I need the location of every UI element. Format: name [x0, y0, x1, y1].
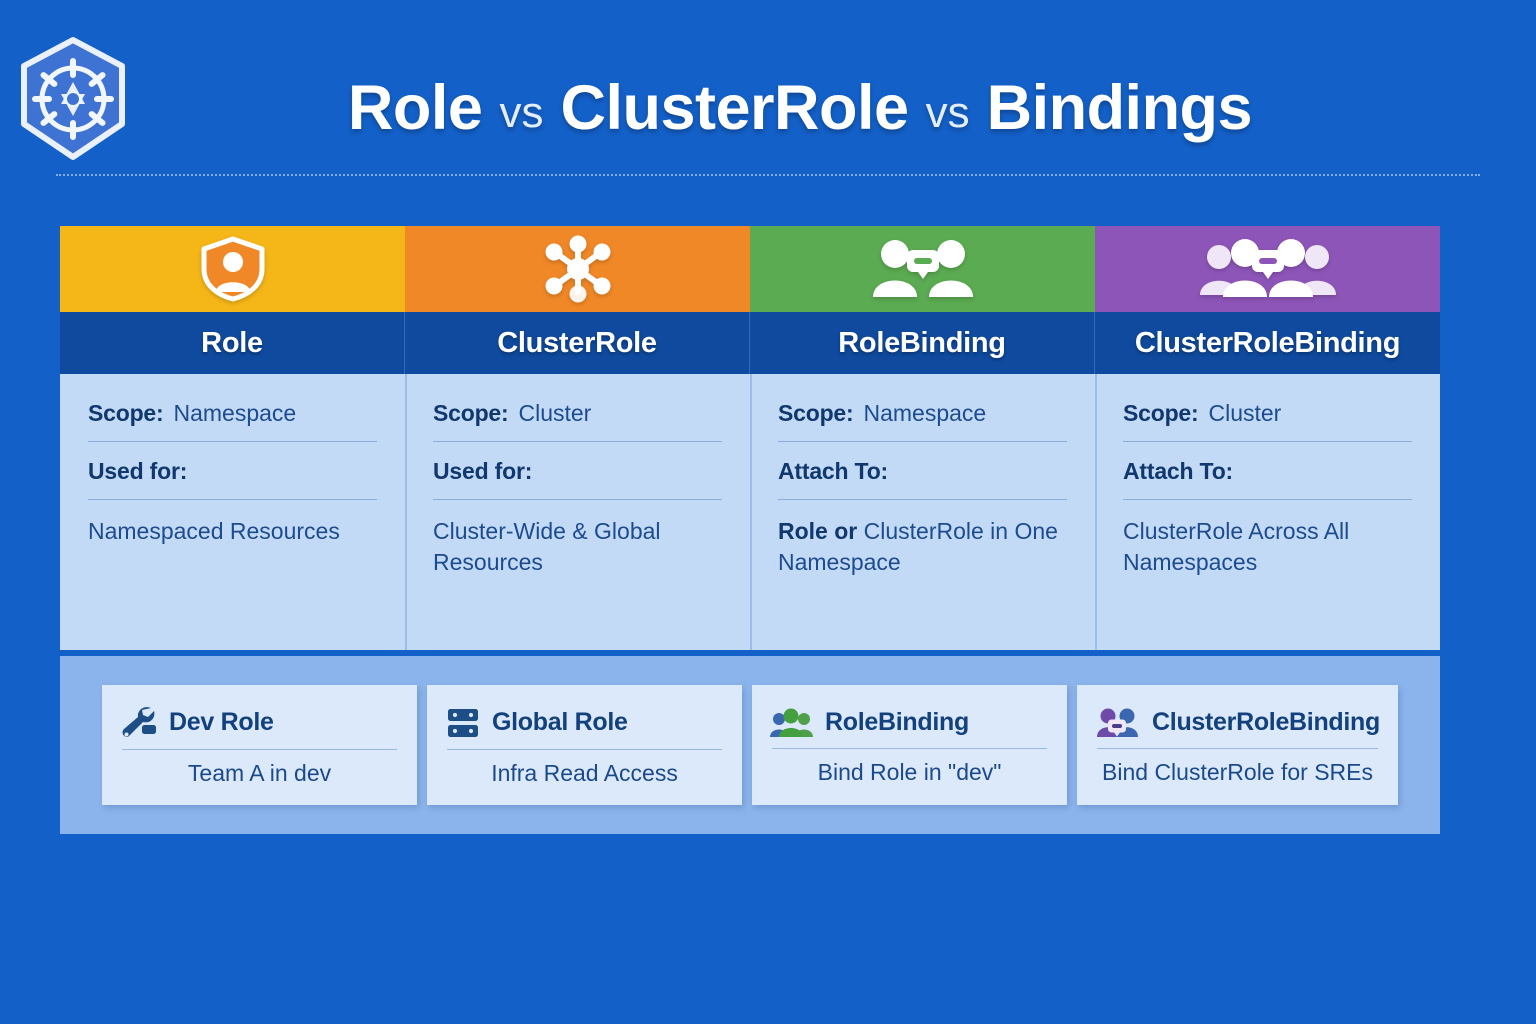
role-divider-2 [88, 499, 377, 500]
wrench-icon [122, 706, 156, 737]
clusterrolebinding-divider-2 [1123, 499, 1412, 500]
title-word-clusterrole: ClusterRole [560, 73, 909, 143]
clusterrolebinding-divider-1 [1123, 441, 1412, 442]
role-divider-1 [88, 441, 377, 442]
role-scope-row: Scope: Namespace [88, 400, 377, 427]
example-dev-role-subtitle: Team A in dev [187, 759, 332, 786]
rolebinding-name: RoleBinding [750, 312, 1095, 374]
network-hub-icon [545, 235, 610, 303]
column-clusterrole: ClusterRole Scope: Cluster Used for: Clu… [405, 226, 750, 650]
clusterrolebinding-attachto-label: Attach To: [1123, 458, 1234, 484]
clusterrole-divider-1 [433, 441, 722, 442]
example-rolebinding-divider [772, 747, 1048, 749]
role-description: Namespaced Resources [88, 518, 340, 544]
clusterrole-name: ClusterRole [405, 312, 750, 374]
example-dev-role-title: Dev Role [169, 708, 274, 736]
clusterrolebinding-name: ClusterRoleBinding [1095, 312, 1440, 374]
rolebinding-description: Role or ClusterRole in One Namespace [778, 516, 1067, 578]
example-global-role-subtitle: Infra Read Access [491, 759, 678, 786]
rolebinding-description-rest: ClusterRole in One Namespace [778, 518, 1058, 575]
examples-band: Dev Role Team A in dev Global Role Infra… [60, 656, 1440, 834]
rolebinding-divider-2 [778, 499, 1067, 500]
rolebinding-scope-value: Namespace [863, 400, 987, 426]
clusterrolebinding-scope-label: Scope: [1123, 400, 1199, 426]
example-rolebinding-subtitle: Bind Role in "dev" [817, 758, 1002, 785]
column-rolebinding: RoleBinding Scope: Namespace Attach To: … [750, 226, 1095, 650]
role-name: Role [60, 312, 405, 374]
clusterrolebinding-body: Scope: Cluster Attach To: ClusterRole Ac… [1095, 374, 1440, 650]
example-clusterrolebinding-divider [1097, 747, 1378, 749]
example-dev-role-header: Dev Role [120, 706, 399, 740]
example-clusterrolebinding-header: ClusterRoleBinding [1095, 707, 1380, 739]
title-divider [56, 174, 1480, 176]
example-rolebinding-header: RoleBinding [770, 707, 1049, 739]
rolebinding-attachto-label: Attach To: [778, 458, 889, 484]
title-vs-2: vs [925, 88, 970, 137]
people-green-icon [770, 708, 814, 737]
clusterrole-body: Scope: Cluster Used for: Cluster-Wide & … [405, 374, 750, 650]
role-icon-strip [60, 226, 405, 312]
example-dev-role-divider [122, 748, 398, 750]
two-people-link-icon [872, 240, 973, 297]
rolebinding-scope-label: Scope: [778, 400, 854, 426]
example-card-dev-role[interactable]: Dev Role Team A in dev [102, 685, 418, 805]
role-body: Scope: Namespace Used for: Namespaced Re… [60, 374, 405, 650]
example-clusterrolebinding-title: ClusterRoleBinding [1152, 708, 1380, 736]
page-header: Role vs ClusterRole vs Bindings [0, 0, 1536, 190]
rolebinding-scope-row: Scope: Namespace [778, 400, 1067, 427]
example-global-role-header: Global Role [445, 706, 724, 740]
clusterrolebinding-icon-strip [1095, 226, 1440, 312]
comparison-grid: Role Scope: Namespace Used for: Namespac… [60, 226, 1440, 650]
example-global-role-title: Global Role [492, 708, 628, 736]
clusterrole-scope-row: Scope: Cluster [433, 400, 722, 427]
page-title: Role vs ClusterRole vs Bindings [180, 72, 1420, 144]
shield-person-icon [201, 236, 264, 302]
rolebinding-divider-1 [778, 441, 1067, 442]
column-role: Role Scope: Namespace Used for: Namespac… [60, 226, 405, 650]
role-scope-value: Namespace [173, 400, 297, 426]
example-clusterrolebinding-subtitle: Bind ClusterRole for SREs [1102, 758, 1374, 785]
clusterrole-scope-value: Cluster [518, 400, 592, 426]
example-card-global-role[interactable]: Global Role Infra Read Access [427, 685, 743, 805]
clusterrole-icon-strip [405, 226, 750, 312]
clusterrole-description: Cluster-Wide & Global Resources [433, 518, 661, 575]
example-global-role-divider [447, 748, 723, 750]
kubernetes-logo-icon [14, 36, 132, 162]
title-vs-1: vs [499, 88, 544, 137]
role-scope-label: Scope: [88, 400, 164, 426]
column-clusterrolebinding: ClusterRoleBinding Scope: Cluster Attach… [1095, 226, 1440, 650]
comparison-panel: Role Scope: Namespace Used for: Namespac… [60, 226, 1440, 834]
title-word-role: Role [347, 73, 483, 143]
clusterrole-divider-2 [433, 499, 722, 500]
clusterrole-usedfor-label: Used for: [433, 458, 533, 484]
clusterrolebinding-scope-value: Cluster [1208, 400, 1282, 426]
rolebinding-description-bold: Role or [778, 518, 858, 544]
role-usedfor-label: Used for: [88, 458, 188, 484]
clusterrolebinding-scope-row: Scope: Cluster [1123, 400, 1412, 427]
clusterrole-scope-label: Scope: [433, 400, 509, 426]
rolebinding-icon-strip [750, 226, 1095, 312]
server-rack-icon [448, 708, 479, 737]
rolebinding-body: Scope: Namespace Attach To: Role or Clus… [750, 374, 1095, 650]
title-word-bindings: Bindings [986, 73, 1253, 143]
people-purple-link-icon [1097, 708, 1139, 737]
example-rolebinding-title: RoleBinding [825, 708, 969, 736]
group-people-link-icon [1199, 239, 1336, 297]
example-card-rolebinding[interactable]: RoleBinding Bind Role in "dev" [752, 685, 1068, 805]
clusterrolebinding-description: ClusterRole Across All Namespaces [1123, 518, 1350, 575]
example-card-clusterrolebinding[interactable]: ClusterRoleBinding Bind ClusterRole for … [1077, 685, 1398, 805]
